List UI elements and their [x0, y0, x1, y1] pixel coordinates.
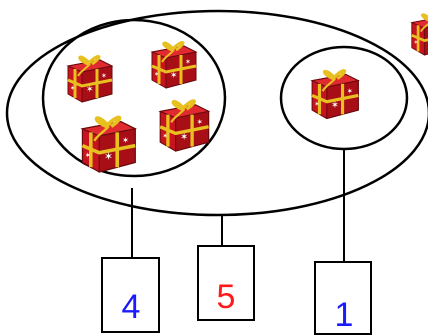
part-left-ellipse	[41, 18, 227, 178]
count-right-label: 1	[335, 296, 354, 334]
count-box-right: 1	[314, 261, 372, 335]
count-box-left: 4	[101, 257, 160, 333]
gift-box-icon	[158, 99, 211, 153]
part-right-ellipse	[279, 45, 409, 151]
gift-box-icon	[150, 41, 198, 90]
gift-box-icon	[80, 115, 137, 174]
count-box-whole: 5	[197, 245, 255, 321]
gift-box-icon	[66, 55, 114, 104]
gift-box-icon	[410, 12, 428, 57]
count-whole-label: 5	[217, 278, 236, 316]
gift-box-icon	[310, 69, 360, 121]
whole-ellipse	[5, 9, 428, 217]
count-left-label: 4	[122, 288, 141, 326]
